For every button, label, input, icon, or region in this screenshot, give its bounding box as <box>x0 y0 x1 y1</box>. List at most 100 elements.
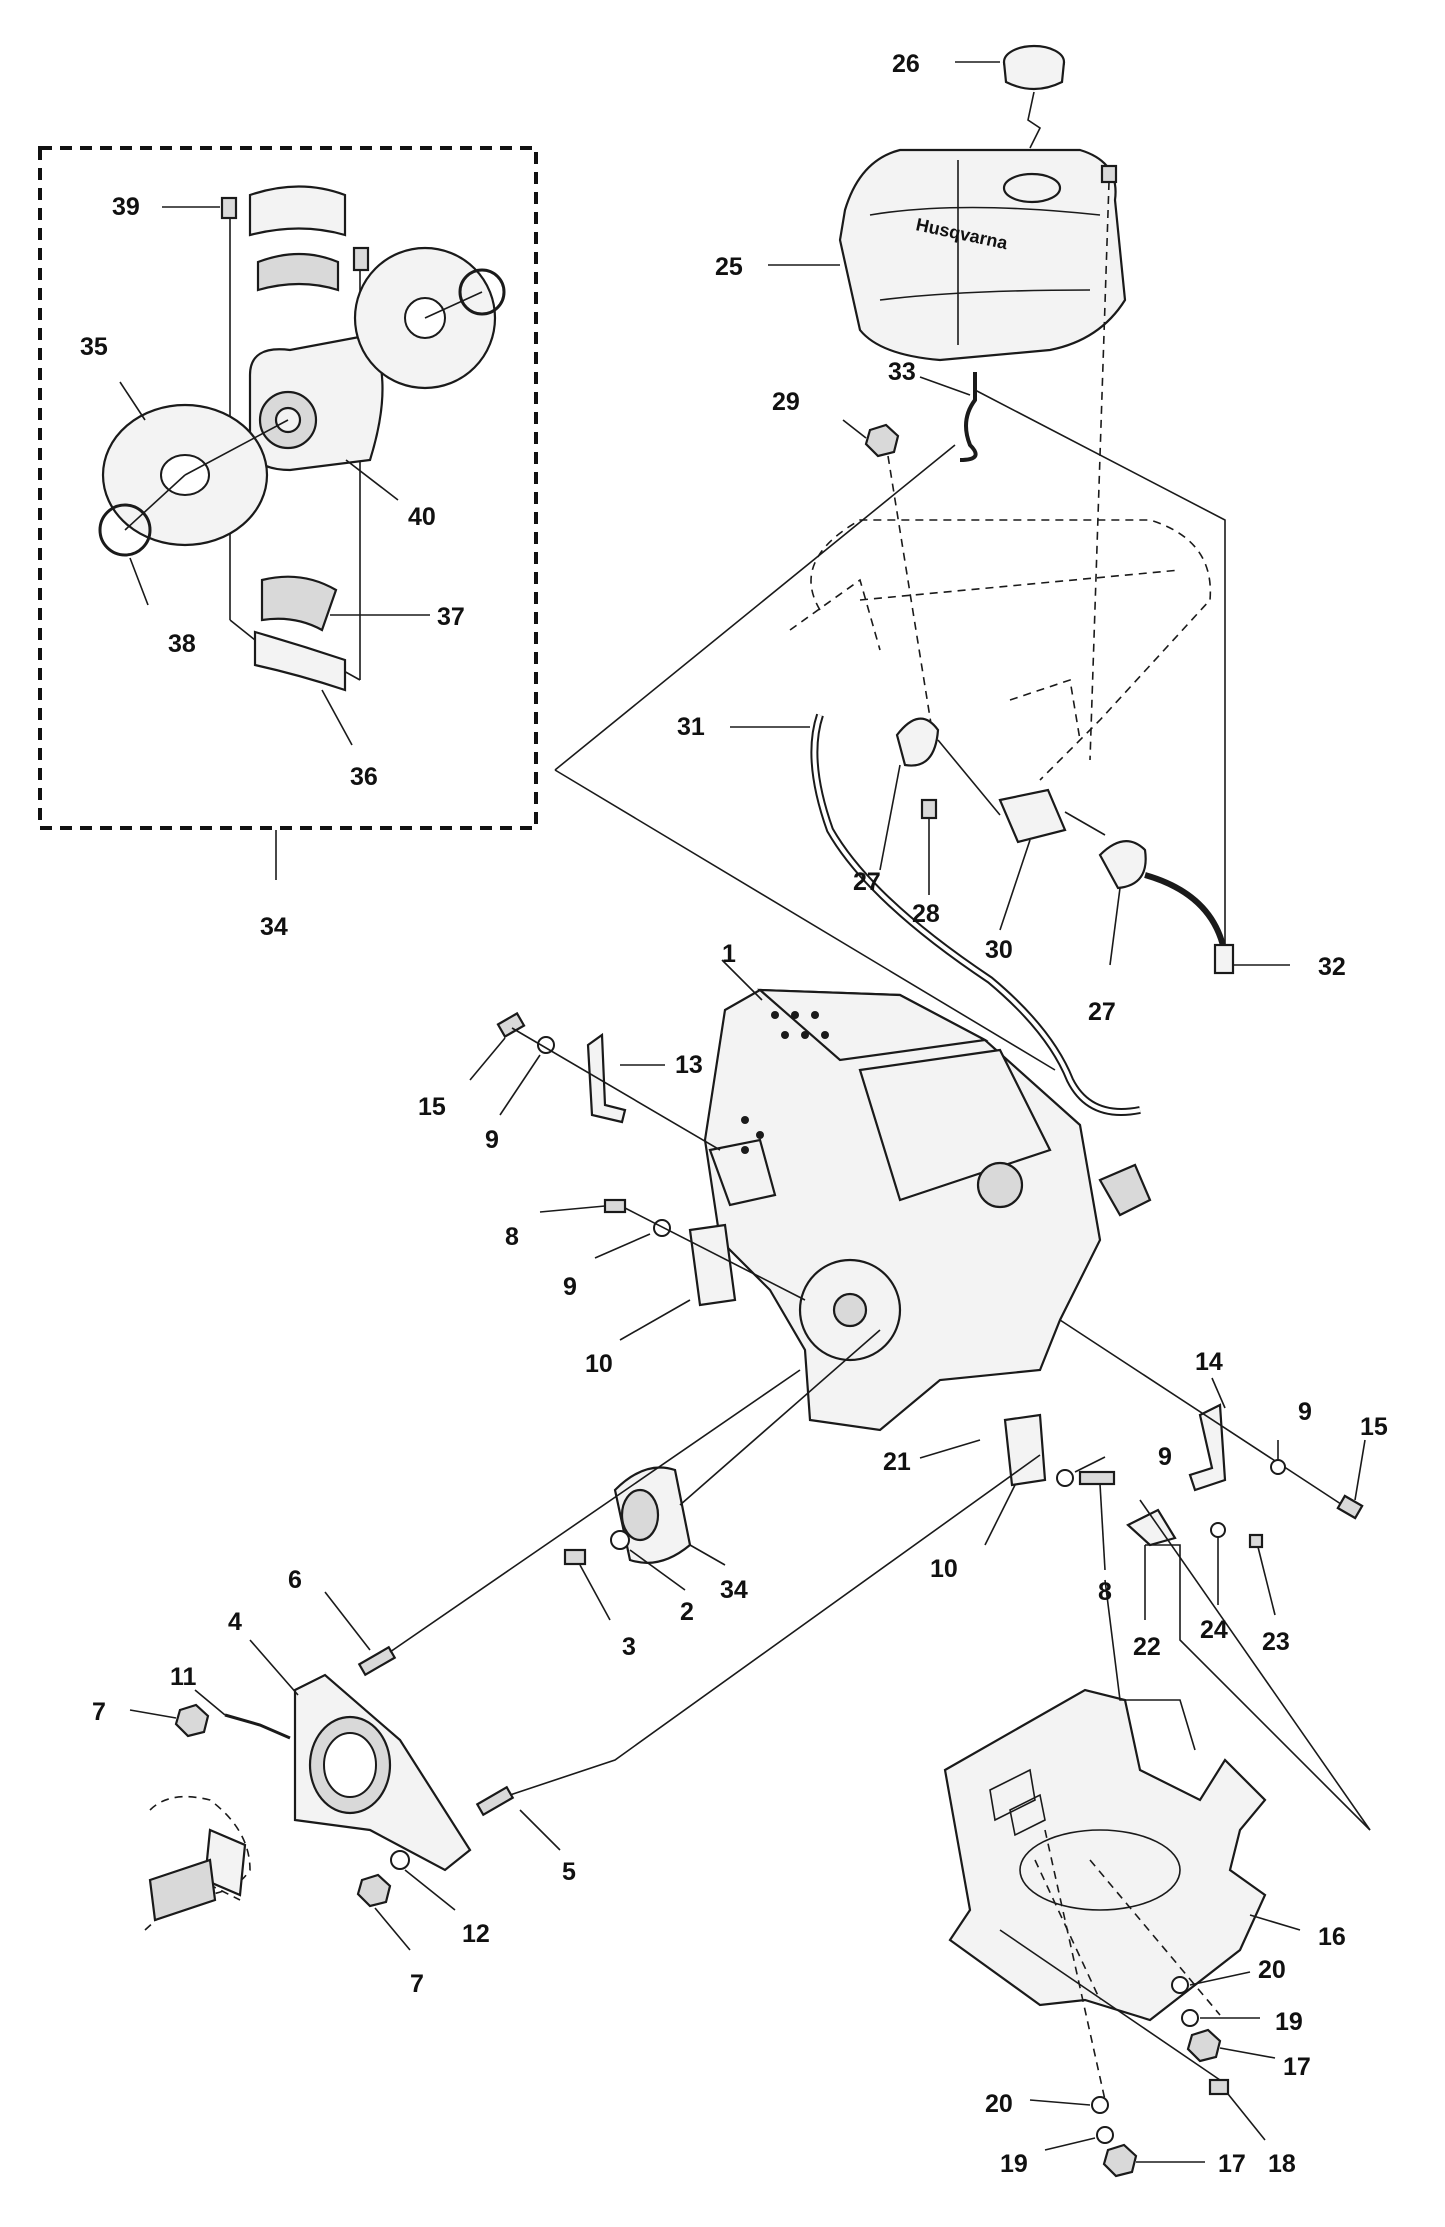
callout-9b: 9 <box>563 1273 577 1301</box>
washer-20a <box>1171 1976 1189 1994</box>
washer-9a <box>537 1036 555 1054</box>
callout-8a: 8 <box>505 1223 519 1251</box>
washer-19b <box>1096 2126 1114 2144</box>
callout-26: 26 <box>892 50 920 78</box>
callout-34a: 34 <box>260 913 288 941</box>
callout-12: 12 <box>462 1920 490 1948</box>
choke-handle <box>1098 1163 1152 1217</box>
spring-39b <box>352 246 370 272</box>
stud-5 <box>475 1785 515 1817</box>
gear-hub <box>148 1858 217 1922</box>
screw-23 <box>1248 1533 1264 1549</box>
fuel-filter <box>998 788 1067 844</box>
callout-14: 14 <box>1195 1348 1223 1376</box>
callout-38: 38 <box>168 630 196 658</box>
washer-9c <box>1270 1459 1286 1475</box>
clutch-kit-box <box>38 146 538 830</box>
washer-9b <box>653 1219 671 1237</box>
callout-13: 13 <box>675 1051 703 1079</box>
callout-30: 30 <box>985 936 1013 964</box>
engine-top <box>756 988 989 1062</box>
washer-19a <box>1181 2009 1199 2027</box>
hose-clamp-27b <box>1098 840 1147 890</box>
callout-20a: 20 <box>1258 1956 1286 1984</box>
callout-28: 28 <box>912 900 940 928</box>
callout-21: 21 <box>883 1448 911 1476</box>
callout-19a: 19 <box>1275 2008 1303 2036</box>
callout-9a: 9 <box>485 1126 499 1154</box>
callout-3: 3 <box>622 1633 636 1661</box>
callout-5: 5 <box>562 1858 576 1886</box>
fuel-tank <box>838 148 1127 362</box>
nut-17b <box>1102 2143 1138 2178</box>
callout-37: 37 <box>437 603 465 631</box>
callout-22: 22 <box>1133 1633 1161 1661</box>
callout-10a: 10 <box>585 1350 613 1378</box>
callout-labels: 26 25 33 29 31 27 28 30 27 32 34 39 35 4… <box>80 50 1388 2178</box>
skid-plate-16 <box>943 1688 1267 2022</box>
washer-9d <box>1056 1469 1074 1487</box>
retaining-clip-38 <box>98 503 152 557</box>
fuel-tank-group: Husqvarna <box>554 44 1290 1116</box>
fuel-knob <box>976 1161 1024 1209</box>
callout-1: 1 <box>722 940 736 968</box>
callout-40: 40 <box>408 503 436 531</box>
bracket-14 <box>1188 1403 1227 1492</box>
nut-17a <box>1186 2028 1222 2063</box>
bolt-8b <box>1078 1470 1116 1486</box>
spring-39 <box>220 196 238 220</box>
callout-4: 4 <box>228 1608 242 1636</box>
callout-9c: 9 <box>1298 1398 1312 1426</box>
hose-clamp-27a <box>895 717 940 767</box>
callout-6: 6 <box>288 1566 302 1594</box>
crankshaft <box>832 1292 868 1328</box>
callout-18: 18 <box>1268 2150 1296 2178</box>
clutch-shoe-lower <box>253 630 347 692</box>
clutch-pad-lower <box>260 575 338 632</box>
nut-29 <box>864 423 900 458</box>
part-22 <box>1126 1508 1177 1547</box>
engine-block <box>703 988 1102 1432</box>
fuel-cap-side <box>1002 61 1066 91</box>
callout-29: 29 <box>772 388 800 416</box>
right-mount-hardware <box>919 1319 1371 1831</box>
callout-25: 25 <box>715 253 743 281</box>
skid-plate-group <box>943 1579 1301 2178</box>
frame-outline <box>810 519 1212 781</box>
callout-17a: 17 <box>1283 2053 1311 2081</box>
clutch-pad-upper <box>256 252 340 292</box>
callout-39: 39 <box>112 193 140 221</box>
callout-24: 24 <box>1200 1616 1228 1644</box>
callout-27a: 27 <box>853 868 881 896</box>
callout-2: 2 <box>680 1598 694 1626</box>
callout-9d: 9 <box>1158 1443 1172 1471</box>
bolt-3 <box>563 1548 587 1566</box>
callout-10b: 10 <box>930 1555 958 1583</box>
callout-7b: 7 <box>410 1970 424 1998</box>
callout-16: 16 <box>1318 1923 1346 1951</box>
callout-20b: 20 <box>985 2090 1013 2118</box>
callout-35: 35 <box>80 333 108 361</box>
retaining-clip-right <box>458 268 506 316</box>
callout-33: 33 <box>888 358 916 386</box>
muffler-guard <box>708 1138 777 1207</box>
callout-15a: 15 <box>418 1093 446 1121</box>
callout-27b: 27 <box>1088 998 1116 1026</box>
callout-31: 31 <box>677 713 705 741</box>
hose-end-32 <box>1213 943 1235 975</box>
callout-32: 32 <box>1318 953 1346 981</box>
engine-plate-group <box>129 1369 1041 1951</box>
callout-15b: 15 <box>1360 1413 1388 1441</box>
clutch-kit-group <box>38 146 538 880</box>
bolt-28 <box>920 798 938 820</box>
bolt-18 <box>1208 2078 1230 2096</box>
bolt-15a <box>496 1011 526 1039</box>
callout-34b: 34 <box>720 1576 748 1604</box>
nut-7b <box>356 1873 392 1908</box>
left-mount-hardware <box>469 1011 806 1341</box>
tank-bolt <box>1100 164 1118 184</box>
callout-17b: 17 <box>1218 2150 1246 2178</box>
washer-24 <box>1210 1522 1226 1538</box>
washer-20b <box>1091 2096 1109 2114</box>
